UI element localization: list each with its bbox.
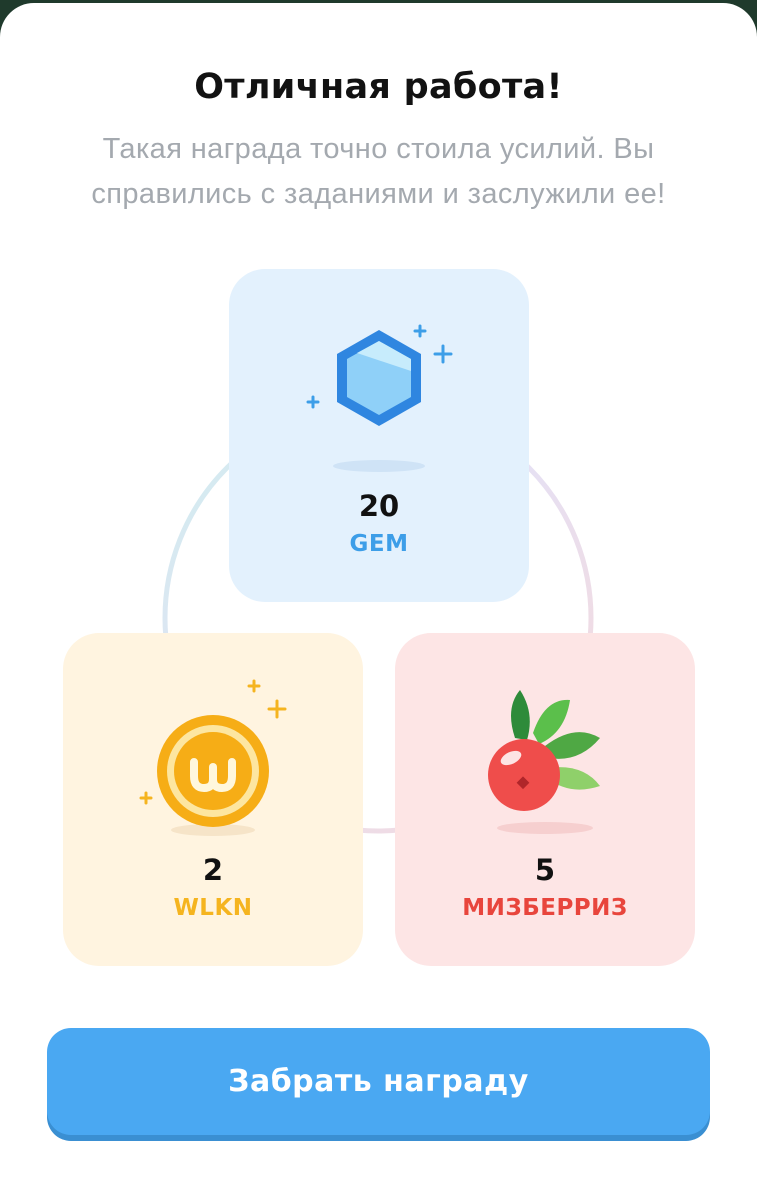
wlkn-coin-icon <box>139 679 287 836</box>
gem-amount: 20 <box>358 489 400 523</box>
reward-card-gem: 20 GEM <box>229 269 529 602</box>
wlkn-label: WLKN <box>173 895 253 921</box>
gem-icon <box>306 324 453 472</box>
berry-icon <box>488 690 600 834</box>
wlkn-amount: 2 <box>202 853 224 887</box>
berry-label: МИЗБЕРРИЗ <box>462 895 628 921</box>
modal-title: Отличная работа! <box>194 67 563 107</box>
claim-reward-button[interactable]: Забрать награду <box>47 1028 710 1135</box>
reward-modal: Отличная работа! Такая награда точно сто… <box>0 3 757 1200</box>
gem-label: GEM <box>349 531 409 557</box>
reward-card-berry: 5 МИЗБЕРРИЗ <box>395 633 695 966</box>
modal-subtitle: Такая награда точно стоила усилий. Вы сп… <box>91 133 666 210</box>
berry-amount: 5 <box>534 853 556 887</box>
reward-card-wlkn: 2 WLKN <box>63 633 363 966</box>
